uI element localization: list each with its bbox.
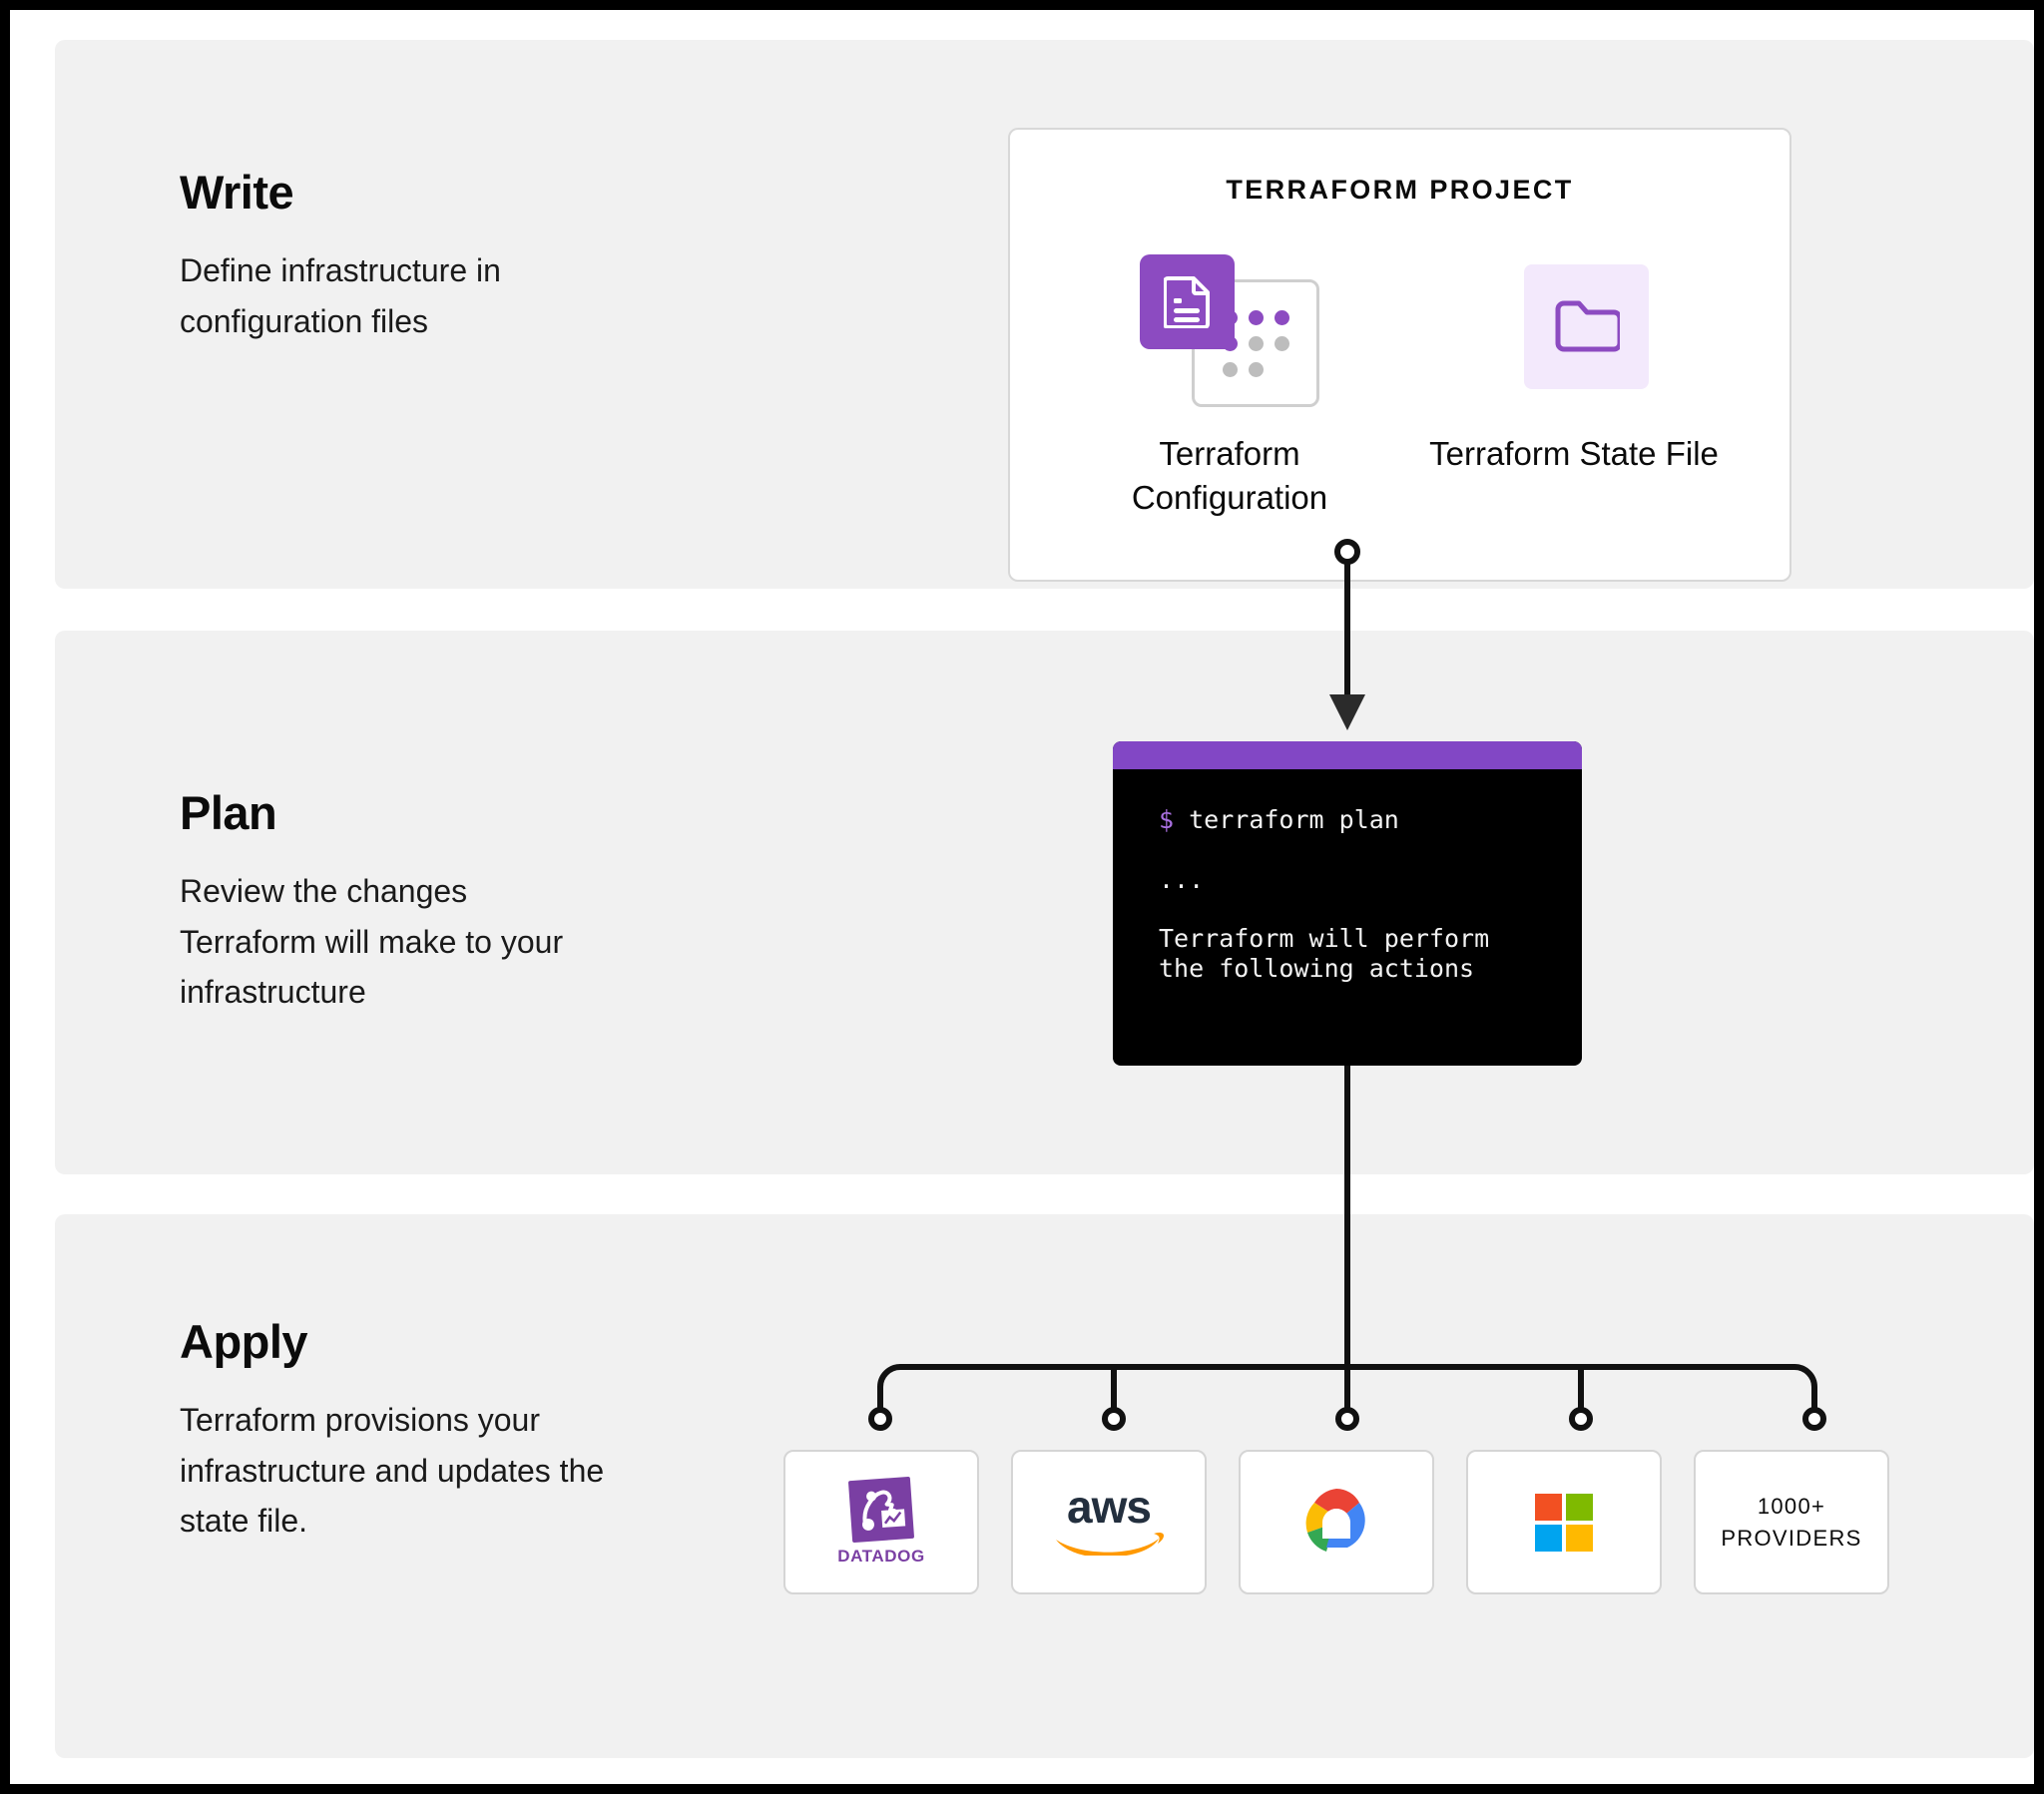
grid-dot: [1248, 361, 1264, 377]
provider-card-aws[interactable]: aws: [1011, 1450, 1207, 1594]
microsoft-square-red: [1535, 1493, 1562, 1521]
branch-endpoint: [1335, 1407, 1359, 1431]
document-icon-tile: [1140, 254, 1235, 349]
aws-wordmark: aws: [1067, 1481, 1152, 1533]
grid-dot: [1248, 335, 1264, 351]
write-step-description: Define infrastructure in configuration f…: [180, 252, 501, 339]
terraform-configuration-art: [1130, 254, 1329, 407]
terraform-state-file-art: [1474, 254, 1674, 404]
branch-endpoint: [1569, 1407, 1593, 1431]
folder-icon: [1555, 300, 1620, 352]
terraform-state-file-label: Terraform State File: [1429, 435, 1719, 472]
terminal-window: $ terraform plan ... Terraform will perf…: [1113, 741, 1582, 1066]
asset-terraform-state-file: Terraform State File: [1409, 254, 1739, 476]
grid-dot: [1248, 309, 1264, 325]
microsoft-square-blue: [1535, 1524, 1562, 1552]
grid-dot: [1274, 309, 1289, 325]
terminal-title-bar: [1113, 741, 1582, 769]
provider-card-more[interactable]: 1000+ PROVIDERS: [1694, 1450, 1889, 1594]
branch-endpoint: [1802, 1407, 1826, 1431]
document-icon: [1164, 276, 1210, 328]
microsoft-square-green: [1566, 1493, 1593, 1521]
branch-endpoint: [868, 1407, 892, 1431]
terraform-configuration-label: Terraform Configuration: [1131, 435, 1328, 516]
microsoft-logo: [1535, 1493, 1593, 1552]
apply-step-title: Apply: [180, 1315, 308, 1368]
diagram-canvas: Write Define infrastructure in configura…: [10, 10, 2034, 1784]
provider-more-label: PROVIDERS: [1721, 1525, 1862, 1551]
terraform-project-card: TERRAFORM PROJECT: [1008, 128, 1791, 582]
terminal-ellipsis: ...: [1159, 864, 1205, 894]
microsoft-square-yellow: [1566, 1524, 1593, 1552]
flow-connectors: [868, 539, 1826, 1431]
section-panel-plan: Plan Review the changes Terraform will m…: [55, 631, 2034, 1174]
grid-dot: [1222, 361, 1238, 377]
provider-card-list: DATADOG aws: [783, 1450, 1889, 1594]
plan-step-title: Plan: [180, 786, 277, 839]
datadog-mark-icon: [847, 1476, 915, 1543]
folder-icon-tile: [1524, 264, 1649, 389]
write-step-text: Write Define infrastructure in configura…: [180, 165, 609, 346]
terminal-output: $ terraform plan ... Terraform will perf…: [1113, 769, 1582, 983]
section-panel-write: Write Define infrastructure in configura…: [55, 40, 2034, 589]
terminal-prompt: $: [1159, 805, 1175, 834]
plan-step-text: Plan Review the changes Terraform will m…: [180, 785, 609, 1018]
terminal-command: terraform plan: [1189, 805, 1399, 834]
aws-logo: aws: [1053, 1484, 1165, 1561]
connector-write-to-plan: [1329, 539, 1365, 730]
terminal-output-line-1: Terraform will perform: [1159, 924, 1490, 953]
apply-step-text: Apply Terraform provisions your infrastr…: [180, 1314, 609, 1547]
aws-swoosh-icon: [1056, 1532, 1164, 1558]
google-cloud-logo: [1305, 1488, 1365, 1552]
connector-plan-to-apply: [868, 1066, 1826, 1431]
write-step-title: Write: [180, 166, 294, 219]
apply-step-description: Terraform provisions your infrastructure…: [180, 1402, 605, 1540]
datadog-logo: DATADOG: [837, 1476, 925, 1567]
plan-step-description: Review the changes Terraform will make t…: [180, 873, 564, 1011]
provider-card-datadog[interactable]: DATADOG: [783, 1450, 979, 1594]
datadog-wordmark: DATADOG: [837, 1546, 925, 1566]
asset-terraform-configuration: Terraform Configuration: [1065, 254, 1394, 520]
branch-endpoint: [1102, 1407, 1126, 1431]
provider-card-microsoft[interactable]: [1466, 1450, 1662, 1594]
terminal-output-line-2: the following actions: [1159, 953, 1475, 983]
provider-card-google-cloud[interactable]: [1239, 1450, 1434, 1594]
grid-dot: [1274, 335, 1289, 351]
provider-more-text: 1000+ PROVIDERS: [1721, 1491, 1861, 1555]
provider-more-count: 1000+: [1757, 1493, 1826, 1519]
terminal-command-line: $ terraform plan: [1159, 805, 1582, 835]
terraform-project-card-title: TERRAFORM PROJECT: [1226, 175, 1574, 205]
